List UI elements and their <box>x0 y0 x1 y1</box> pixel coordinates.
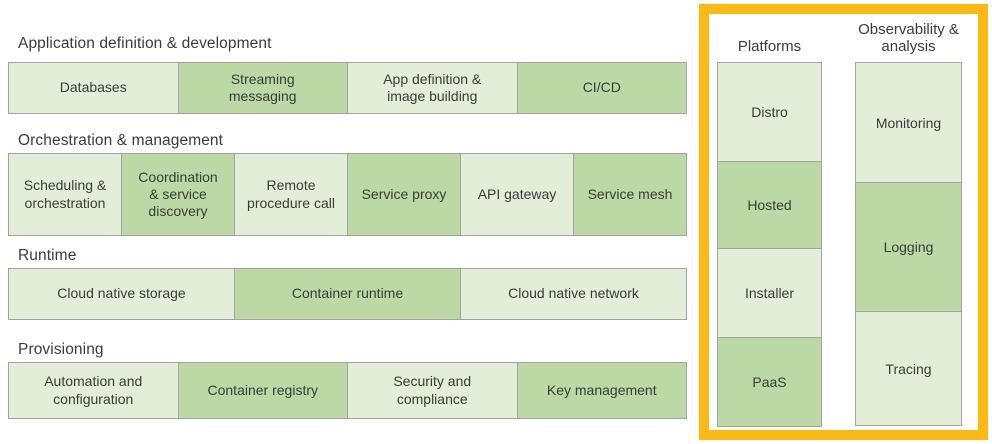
box-security-compliance: Security and compliance <box>347 362 518 419</box>
box-databases: Databases <box>8 62 179 114</box>
box-app-definition-image-building: App definition & image building <box>347 62 518 114</box>
platforms-stack: Distro Hosted Installer PaaS <box>717 62 822 427</box>
box-tracing: Tracing <box>855 311 962 426</box>
column-heading-observability: Observability & analysis <box>858 20 959 56</box>
box-container-runtime: Container runtime <box>234 268 461 320</box>
box-logging: Logging <box>855 182 962 312</box>
box-scheduling-orchestration: Scheduling & orchestration <box>8 153 122 236</box>
box-coordination-service-discovery: Coordination & service discovery <box>121 153 235 236</box>
box-cloud-native-storage: Cloud native storage <box>8 268 235 320</box>
box-hosted: Hosted <box>717 161 822 249</box>
box-service-mesh: Service mesh <box>573 153 687 236</box>
box-api-gateway: API gateway <box>460 153 574 236</box>
box-monitoring: Monitoring <box>855 62 962 183</box>
highlight-outline: Platforms Distro Hosted Installer PaaS O… <box>699 4 988 440</box>
section-row-runtime: Cloud native storage Container runtime C… <box>8 268 687 320</box>
section-row-provisioning: Automation and configuration Container r… <box>8 362 687 419</box>
box-streaming-messaging: Streaming messaging <box>177 62 348 114</box>
section-row-app-definition: Databases Streaming messaging App defini… <box>8 62 687 114</box>
box-installer: Installer <box>717 248 822 338</box>
box-distro: Distro <box>717 62 822 162</box>
column-observability: Observability & analysis Monitoring Logg… <box>855 14 962 427</box>
column-heading-platforms: Platforms <box>737 38 802 56</box>
box-ci-cd: CI/CD <box>516 62 687 114</box>
section-row-orchestration: Scheduling & orchestration Coordination … <box>8 153 687 236</box>
box-automation-configuration: Automation and configuration <box>8 362 179 419</box>
box-key-management: Key management <box>516 362 687 419</box>
section-heading-orchestration: Orchestration & management <box>18 132 224 149</box>
observability-stack: Monitoring Logging Tracing <box>855 62 962 426</box>
section-heading-runtime: Runtime <box>18 247 77 264</box>
box-service-proxy: Service proxy <box>347 153 461 236</box>
column-platforms: Platforms Distro Hosted Installer PaaS <box>717 14 822 427</box>
box-remote-procedure-call: Remote procedure call <box>234 153 348 236</box>
box-cloud-native-network: Cloud native network <box>460 268 687 320</box>
box-container-registry: Container registry <box>177 362 348 419</box>
section-heading-app-definition: Application definition & development <box>18 35 272 52</box>
box-paas: PaaS <box>717 337 822 427</box>
section-heading-provisioning: Provisioning <box>18 341 104 358</box>
